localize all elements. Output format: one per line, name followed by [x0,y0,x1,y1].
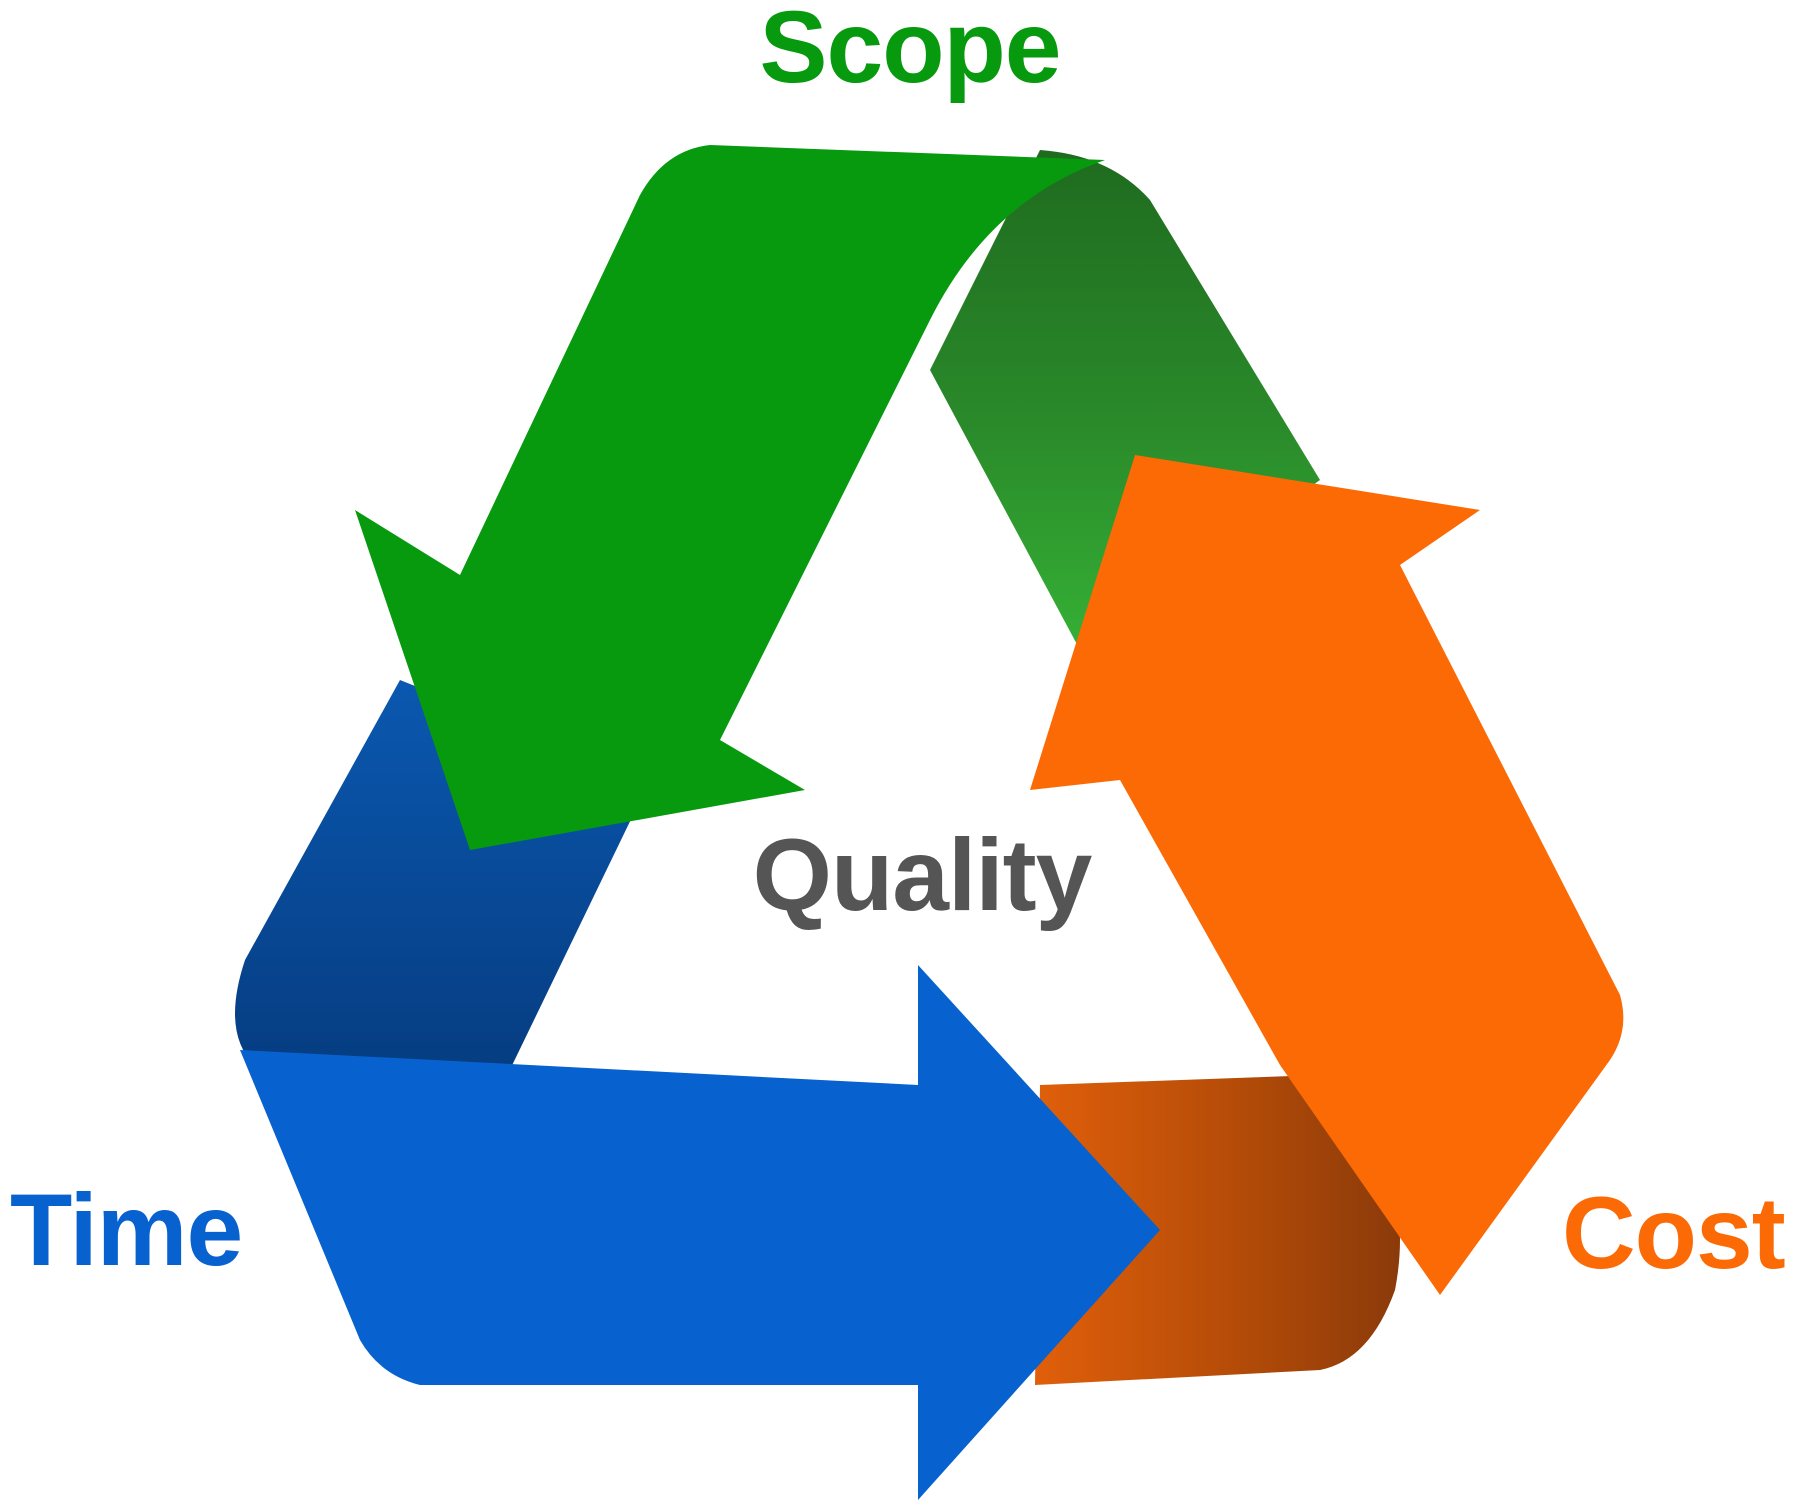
cost-label: Cost [1562,1176,1785,1290]
time-arrow [240,965,1160,1500]
cost-arrow-fold [1035,1075,1400,1385]
time-label: Time [10,1173,242,1287]
scope-arrow [355,145,1105,850]
scope-label: Scope [759,0,1060,104]
quality-label: Quality [753,818,1093,932]
cost-arrow [1030,455,1624,1295]
